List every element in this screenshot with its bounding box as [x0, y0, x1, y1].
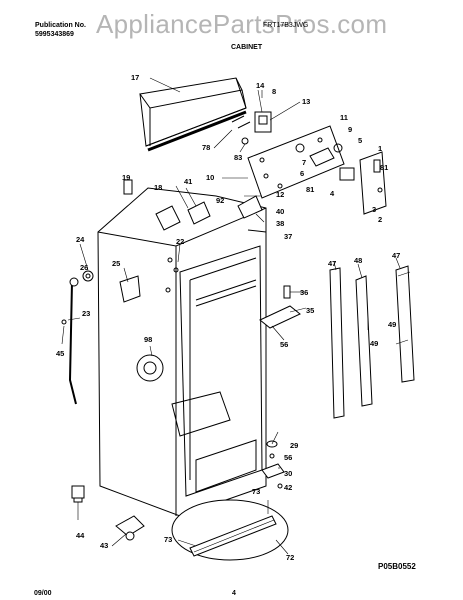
- footer-page-number: 4: [232, 590, 236, 597]
- part-label: 49: [388, 320, 396, 329]
- part-label: 25: [112, 259, 120, 268]
- part-label: 49: [370, 339, 378, 348]
- part-label: 56: [284, 453, 292, 462]
- part-label: 40: [276, 207, 284, 216]
- part-label: 14: [256, 81, 265, 90]
- part-label: 44: [76, 531, 85, 540]
- part-label: 45: [56, 349, 64, 358]
- part-label: 24: [76, 235, 85, 244]
- publication-label: Publication No.: [35, 22, 86, 29]
- part-label: 81: [306, 185, 314, 194]
- part-label: 10: [206, 173, 214, 182]
- toe-grille-part: [171, 499, 289, 561]
- breaker-strip-part: [329, 265, 415, 419]
- insulation-plug-part: [136, 354, 164, 382]
- part-label: 42: [284, 483, 292, 492]
- part-label: 6: [300, 169, 304, 178]
- damper-control-part: [339, 151, 387, 215]
- part-label: 47: [328, 259, 336, 268]
- part-label: 18: [154, 183, 162, 192]
- watermark-logo: AppliancePartsPros.com: [96, 9, 388, 39]
- part-label: 36: [300, 288, 308, 297]
- screw-part: [123, 179, 133, 195]
- diagram-code: P05B0552: [378, 562, 416, 571]
- leveling-leg-part: [71, 485, 85, 503]
- mid-hinge-bracket-part: [259, 305, 301, 329]
- thermostat-part: [309, 143, 343, 167]
- part-label: 43: [100, 541, 108, 550]
- top-cover-panel-part: [139, 77, 247, 152]
- part-label: 3: [372, 205, 376, 214]
- part-label: 29: [290, 441, 298, 450]
- part-label: 81: [380, 163, 388, 172]
- part-label: 78: [202, 143, 210, 152]
- model-number: FRT17B3JWG: [263, 22, 309, 29]
- part-label: 48: [354, 256, 362, 265]
- part-label: 41: [184, 177, 192, 186]
- part-label: 37: [284, 232, 292, 241]
- part-label: 47: [392, 251, 400, 260]
- leader-lines: [61, 77, 409, 555]
- part-label: 23: [82, 309, 90, 318]
- part-label: 56: [280, 340, 288, 349]
- publication-number: 5995343869: [35, 31, 74, 38]
- light-switch-part: [231, 111, 272, 145]
- part-label: 73: [164, 535, 172, 544]
- part-label: 30: [284, 469, 292, 478]
- drain-tube-part: [61, 277, 79, 405]
- part-label: 92: [216, 196, 224, 205]
- part-label: 11: [340, 113, 348, 122]
- grommet-part: [82, 270, 94, 282]
- part-label: 72: [286, 553, 294, 562]
- part-label: 35: [306, 306, 314, 315]
- part-label: 5: [358, 136, 362, 145]
- roller-part: [115, 515, 145, 541]
- part-label: 13: [302, 97, 310, 106]
- part-label: 22: [176, 237, 184, 246]
- part-label: 19: [122, 173, 130, 182]
- part-label: 8: [272, 87, 276, 96]
- part-label: 4: [330, 189, 335, 198]
- part-label: 7: [302, 158, 306, 167]
- part-label: 98: [144, 335, 152, 344]
- part-label: 1: [378, 144, 382, 153]
- part-label: 9: [348, 125, 352, 134]
- part-label: 17: [131, 73, 139, 82]
- top-hinge-part: [155, 195, 267, 233]
- part-label: 2: [378, 215, 382, 224]
- part-label: 83: [234, 153, 242, 162]
- part-label: 73: [252, 487, 260, 496]
- footer-date: 09/00: [34, 590, 52, 597]
- part-label: 12: [276, 190, 284, 199]
- bumper-part: [283, 285, 291, 299]
- section-title: CABINET: [231, 44, 263, 51]
- part-label: 38: [276, 219, 284, 228]
- part-label: 26: [80, 263, 88, 272]
- cabinet-bracket-part: [119, 275, 141, 303]
- control-panel-part: [247, 125, 345, 199]
